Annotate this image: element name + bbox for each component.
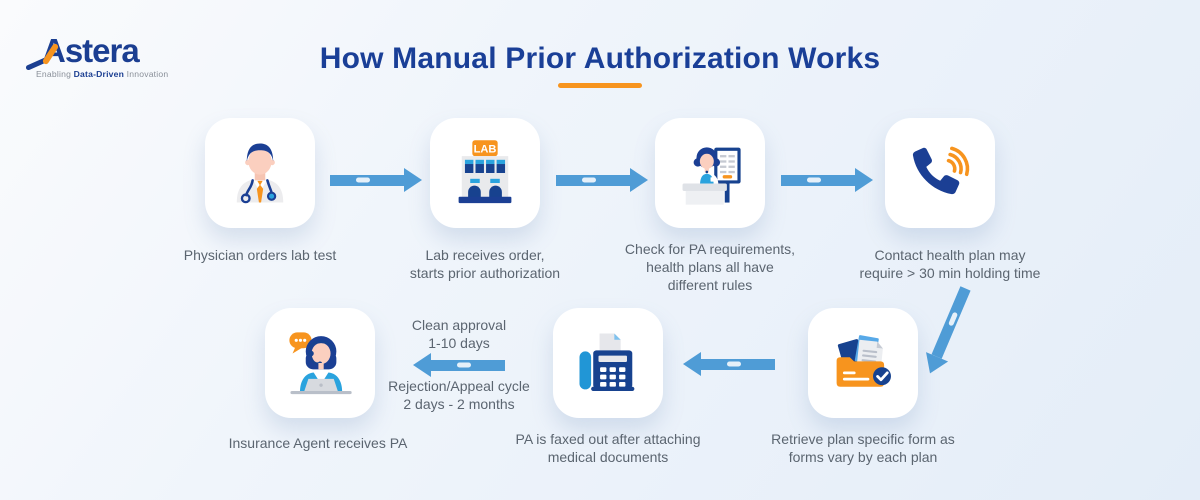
arrow-head-icon bbox=[413, 353, 431, 377]
page-title: How Manual Prior Authorization Works bbox=[319, 42, 881, 75]
lab-building-icon: LAB bbox=[458, 140, 512, 204]
lab-sign-text: LAB bbox=[474, 143, 497, 155]
arrow-lab-to-pa-check bbox=[556, 168, 648, 192]
logo-tagline: Enabling Data-Driven Innovation bbox=[36, 69, 168, 79]
arrow-shaft bbox=[556, 174, 630, 186]
step-caption-physician: Physician orders lab test bbox=[183, 247, 337, 263]
support-agent-icon bbox=[289, 332, 352, 395]
tagline-suffix: Innovation bbox=[124, 69, 169, 79]
step-caption-contact: Contact health plan may require > 30 min… bbox=[859, 247, 1041, 282]
title-underline bbox=[558, 83, 642, 88]
step-caption-pa-check: Check for PA requirements, health plans … bbox=[624, 241, 796, 294]
receptionist-icon bbox=[682, 147, 741, 205]
arrow-shaft bbox=[931, 286, 972, 359]
step-card-retrieve-form bbox=[808, 308, 918, 418]
logo-wordmark: Astera bbox=[42, 32, 140, 69]
arrow-head-icon bbox=[630, 168, 648, 192]
arrow-shaft bbox=[781, 174, 855, 186]
tagline-bold: Data-Driven bbox=[73, 69, 125, 79]
fax-machine-icon bbox=[579, 333, 635, 391]
step-card-contact bbox=[885, 118, 995, 228]
arrow-pa-check-to-contact bbox=[781, 168, 873, 192]
step-card-fax bbox=[553, 308, 663, 418]
arrow-physician-to-lab bbox=[330, 168, 422, 192]
folder-documents-icon bbox=[836, 335, 891, 387]
title-block: How Manual Prior Authorization Works bbox=[0, 42, 1200, 88]
step-caption-fax: PA is faxed out after attaching medical … bbox=[515, 431, 701, 466]
arrow-shaft bbox=[431, 359, 505, 371]
step-caption-retrieve-form: Retrieve plan specific form as forms var… bbox=[771, 431, 955, 466]
step-card-lab: LAB bbox=[430, 118, 540, 228]
arrow-fax-to-agent bbox=[413, 353, 505, 377]
arrow-head-icon bbox=[855, 168, 873, 192]
astera-logo: Astera Enabling Data-Driven Innovation bbox=[25, 32, 168, 79]
arrow-head-icon bbox=[404, 168, 422, 192]
arrow-head-icon bbox=[683, 352, 701, 376]
phone-call-icon bbox=[912, 146, 970, 195]
step-card-physician bbox=[205, 118, 315, 228]
step-card-agent bbox=[265, 308, 375, 418]
annotation-rejection-cycle: Rejection/Appeal cycle 2 days - 2 months bbox=[388, 378, 530, 413]
step-card-pa-check bbox=[655, 118, 765, 228]
arrow-shaft bbox=[330, 174, 404, 186]
arrow-head-icon bbox=[918, 352, 949, 379]
arrow-contact-to-retrieve bbox=[918, 284, 977, 379]
arrow-shaft bbox=[701, 358, 775, 370]
tagline-prefix: Enabling bbox=[36, 69, 74, 79]
arrow-retrieve-to-fax bbox=[683, 352, 775, 376]
annotation-clean-approval: Clean approval 1-10 days bbox=[411, 317, 507, 352]
step-caption-agent: Insurance Agent receives PA bbox=[228, 435, 408, 451]
physician-icon bbox=[236, 143, 284, 204]
step-caption-lab: Lab receives order, starts prior authori… bbox=[409, 247, 561, 282]
